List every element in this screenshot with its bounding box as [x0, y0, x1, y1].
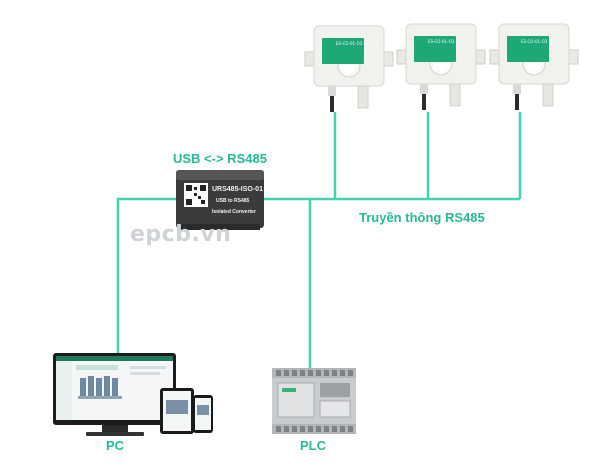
- sensor-1-tag: ES-CO-01-O3 Sensor: [322, 38, 377, 64]
- usb-rs485-label: USB <-> RS485: [173, 151, 267, 166]
- sensor-2-tag: ES-CO-01-O3 Sensor: [414, 36, 469, 62]
- usb-rs485-converter: [176, 170, 264, 230]
- sensor-1-label: ES-CO-01-O3 Sensor: [336, 41, 378, 46]
- pc-monitor: [53, 353, 176, 436]
- phone-device: [193, 395, 213, 433]
- usb-line-pc: [116, 197, 176, 356]
- bus-lines: [116, 112, 522, 368]
- rs485-bus-label: Truyền thông RS485: [359, 210, 485, 225]
- plc-controller: [272, 368, 356, 434]
- pc-label: PC: [106, 438, 125, 453]
- converter-model: URS485-ISO-01: [212, 186, 263, 193]
- watermark: epcb.vn: [130, 222, 232, 247]
- converter-subtitle: USB to RS485: [216, 198, 250, 204]
- plc-label: PLC: [300, 438, 326, 453]
- tablet-device: [160, 388, 194, 434]
- qr-code-icon: [184, 183, 208, 207]
- sensor-2-label: ES-CO-01-O3 Sensor: [428, 39, 470, 44]
- sensor-3-tag: ES-CO-01-O3 Sensor: [507, 36, 562, 62]
- converter-description: Isolated Converter: [212, 209, 256, 215]
- sensor-3-label: ES-CO-01-O3 Sensor: [521, 39, 563, 44]
